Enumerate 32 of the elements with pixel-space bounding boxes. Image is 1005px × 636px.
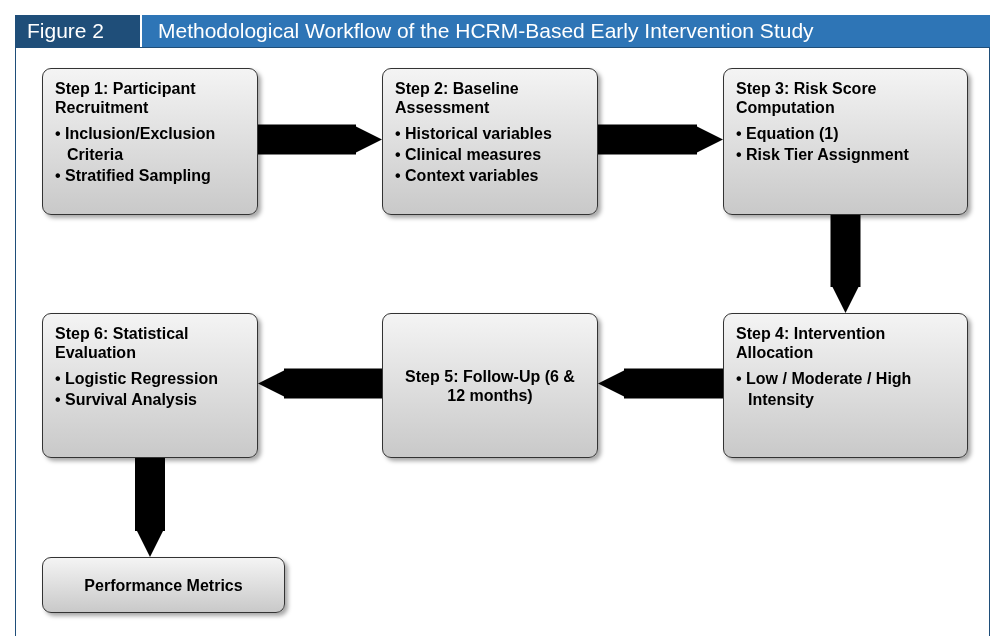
block-arrow bbox=[598, 368, 723, 399]
block-arrow bbox=[135, 458, 165, 557]
bullet-item: • Inclusion/Exclusion Criteria bbox=[55, 124, 217, 165]
step-heading: Step 4: Intervention Allocation bbox=[736, 324, 887, 362]
step-heading: Step 5: Follow-Up (6 & 12 months) bbox=[404, 366, 576, 405]
figure-title: Methodological Workflow of the HCRM-Based Early Intervention Study bbox=[140, 15, 990, 47]
process-box bbox=[723, 68, 968, 215]
process-box bbox=[382, 313, 598, 458]
bullet-item: • Stratified Sampling bbox=[55, 166, 212, 186]
bullet-item: • Equation (1) bbox=[736, 124, 840, 144]
step-heading: Step 3: Risk Score Computation bbox=[736, 79, 878, 117]
block-arrow bbox=[830, 215, 861, 313]
step-heading: Step 2: Baseline Assessment bbox=[395, 79, 520, 117]
bullet-item: • Survival Analysis bbox=[55, 390, 198, 410]
bullet-item: • Logistic Regression bbox=[55, 369, 219, 389]
block-arrow bbox=[598, 124, 723, 155]
process-box bbox=[382, 68, 598, 215]
step-heading: Step 6: Statistical Evaluation bbox=[55, 324, 190, 362]
process-box bbox=[723, 313, 968, 458]
step-heading: Performance Metrics bbox=[84, 575, 243, 595]
process-box bbox=[42, 313, 258, 458]
figure-label: Figure 2 bbox=[15, 15, 140, 47]
process-box bbox=[42, 68, 258, 215]
process-box bbox=[42, 557, 285, 613]
bullet-item: • Low / Moderate / High Intensity bbox=[736, 369, 913, 410]
bullet-item: • Risk Tier Assignment bbox=[736, 145, 910, 165]
step-heading: Step 1: Participant Recruitment bbox=[55, 79, 197, 117]
bullet-item: • Context variables bbox=[395, 166, 540, 186]
bullet-item: • Historical variables bbox=[395, 124, 553, 144]
block-arrow bbox=[258, 368, 382, 399]
block-arrow bbox=[258, 124, 382, 155]
bullet-item: • Clinical measures bbox=[395, 145, 543, 165]
